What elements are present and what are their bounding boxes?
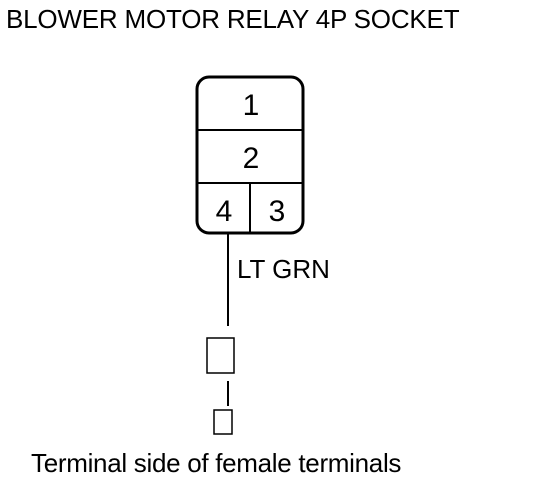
diagram-title: BLOWER MOTOR RELAY 4P SOCKET xyxy=(6,4,460,34)
wire-color-label: LT GRN xyxy=(237,254,330,284)
terminal-small xyxy=(213,409,233,435)
connector-body xyxy=(195,75,305,235)
pin-3-label: 3 xyxy=(269,195,286,228)
pin-4-label: 4 xyxy=(216,195,233,228)
pin-2-label: 2 xyxy=(243,142,260,175)
diagram-caption: Terminal side of female terminals xyxy=(31,448,402,478)
terminal-large xyxy=(206,337,235,374)
pin-1-label: 1 xyxy=(243,89,260,122)
